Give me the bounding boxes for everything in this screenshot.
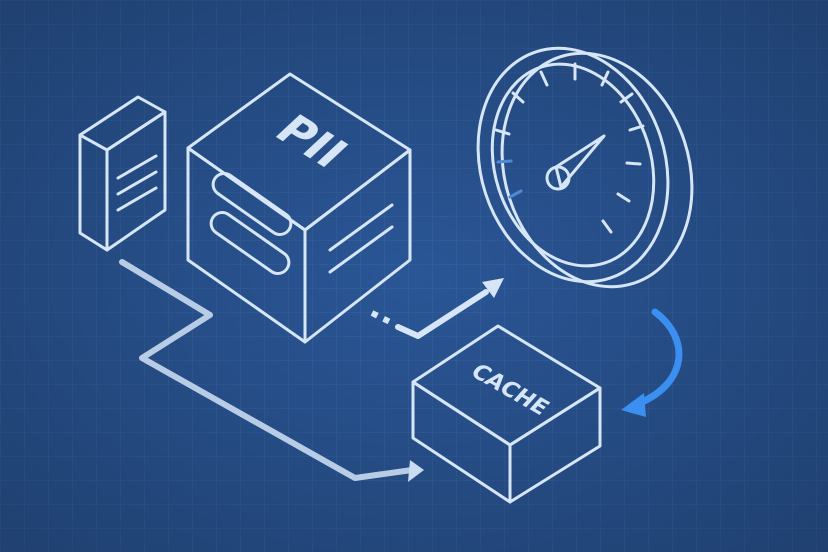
gauge-hub	[545, 165, 571, 191]
gauge-needle	[554, 134, 606, 189]
document-stack-icon	[78, 95, 167, 252]
gauge-accent-ticks	[496, 159, 523, 199]
gauge-to-cache-arrow	[621, 308, 683, 417]
connector-arrowhead	[408, 460, 424, 482]
gauge-ticks	[494, 62, 645, 234]
pii-to-gauge-arrow	[370, 278, 504, 339]
gauge-icon	[476, 46, 694, 289]
connector-line	[119, 259, 415, 481]
